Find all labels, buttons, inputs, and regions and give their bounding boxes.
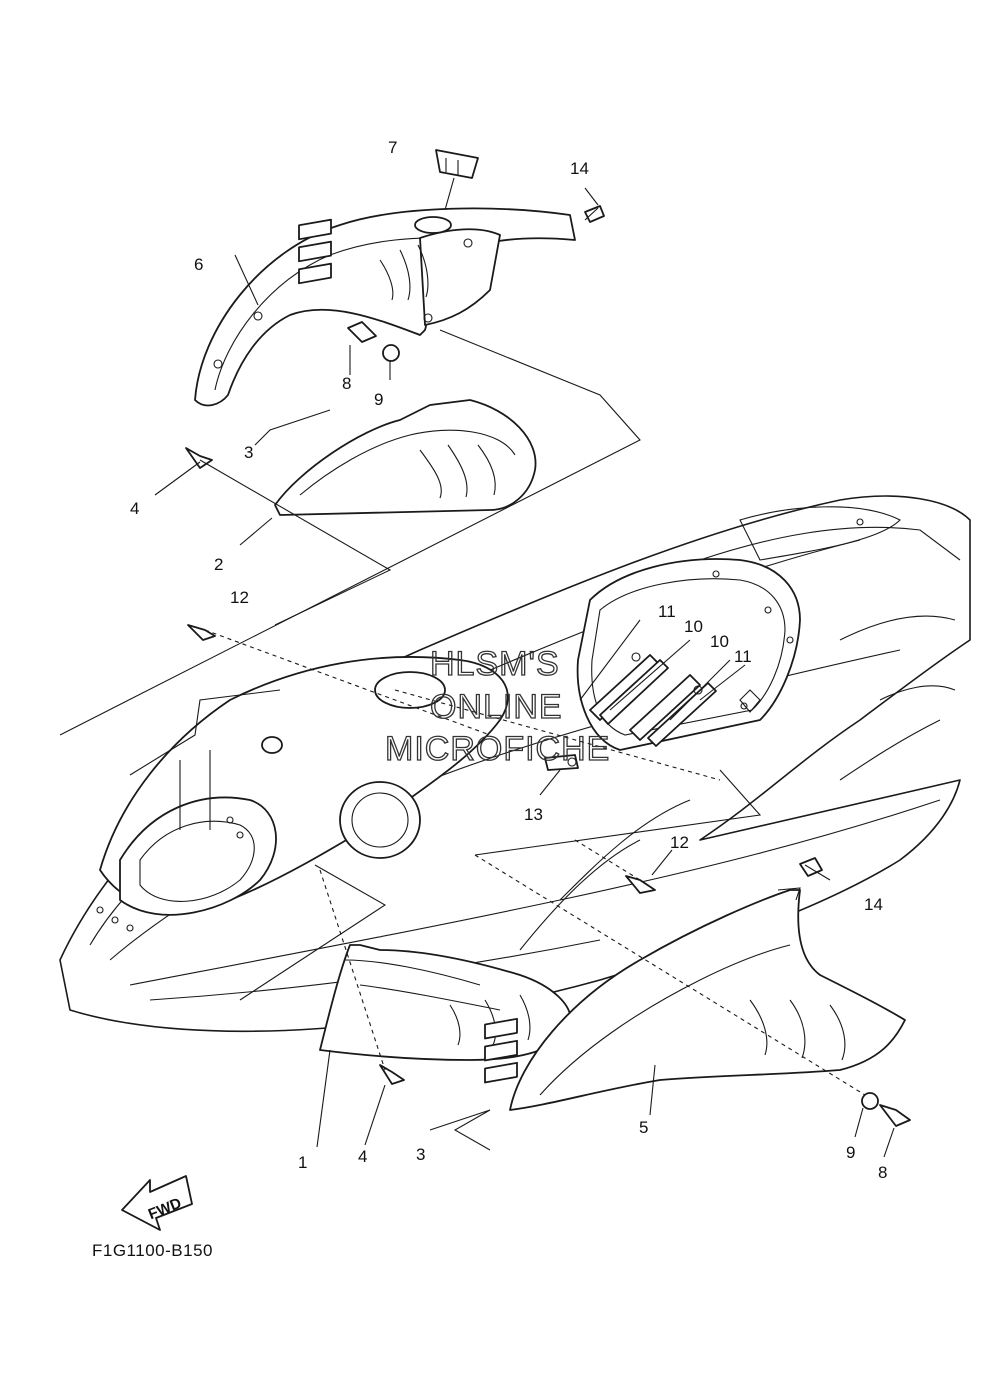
- callout-10-right: 10: [710, 632, 729, 651]
- callout-14-top: 14: [570, 159, 589, 178]
- callout-6: 6: [194, 255, 203, 274]
- watermark-line-2: ONLINE: [430, 688, 563, 726]
- callout-5: 5: [639, 1118, 648, 1137]
- diagram-code: F1G1100-B150: [92, 1241, 213, 1260]
- callout-3-top: 3: [244, 443, 253, 462]
- part-1-panel: [319, 944, 572, 1061]
- watermark-line-1: HLSM'S: [430, 645, 560, 683]
- callout-1: 1: [298, 1153, 307, 1172]
- front-deck-opening: [576, 558, 801, 751]
- fasteners: [185, 205, 911, 1127]
- callouts: 7 14 6 8 9 3 4 2 12 11 10 10 11 13 12 14…: [130, 138, 887, 1182]
- callout-8-top: 8: [342, 374, 351, 393]
- part-6-upper-cover: [194, 207, 576, 407]
- callout-2: 2: [214, 555, 223, 574]
- straps-10-11: [589, 652, 717, 747]
- watermark-line-3: MICROFICHE: [385, 730, 610, 768]
- callout-14-bottom: 14: [864, 895, 883, 914]
- callout-10-left: 10: [684, 617, 703, 636]
- callout-12-bottom: 12: [670, 833, 689, 852]
- part-13-clip: [544, 754, 579, 771]
- forward-arrow-icon: FWD: [121, 1175, 193, 1231]
- labels-3-upper: [298, 218, 332, 285]
- callout-9-top: 9: [374, 390, 383, 409]
- leader-lines: [59, 187, 895, 1158]
- callout-9-bottom: 9: [846, 1143, 855, 1162]
- part-7-grip: [435, 149, 479, 211]
- callout-11-right: 11: [734, 647, 752, 666]
- callout-4-top: 4: [130, 499, 139, 518]
- callout-12-top: 12: [230, 588, 249, 607]
- callout-4-bottom: 4: [358, 1147, 367, 1166]
- callout-8-bottom: 8: [878, 1163, 887, 1182]
- part-2-panel: [274, 399, 537, 516]
- callout-7: 7: [388, 138, 397, 157]
- part-5-panel: [509, 887, 906, 1111]
- rear-deck-structure: [96, 656, 509, 932]
- labels-3-lower: [484, 1017, 518, 1084]
- callout-11-left: 11: [658, 602, 676, 621]
- callout-3-bottom: 3: [416, 1145, 425, 1164]
- watermark: HLSM'S ONLINE MICROFICHE: [384, 644, 610, 768]
- callout-13: 13: [524, 805, 543, 824]
